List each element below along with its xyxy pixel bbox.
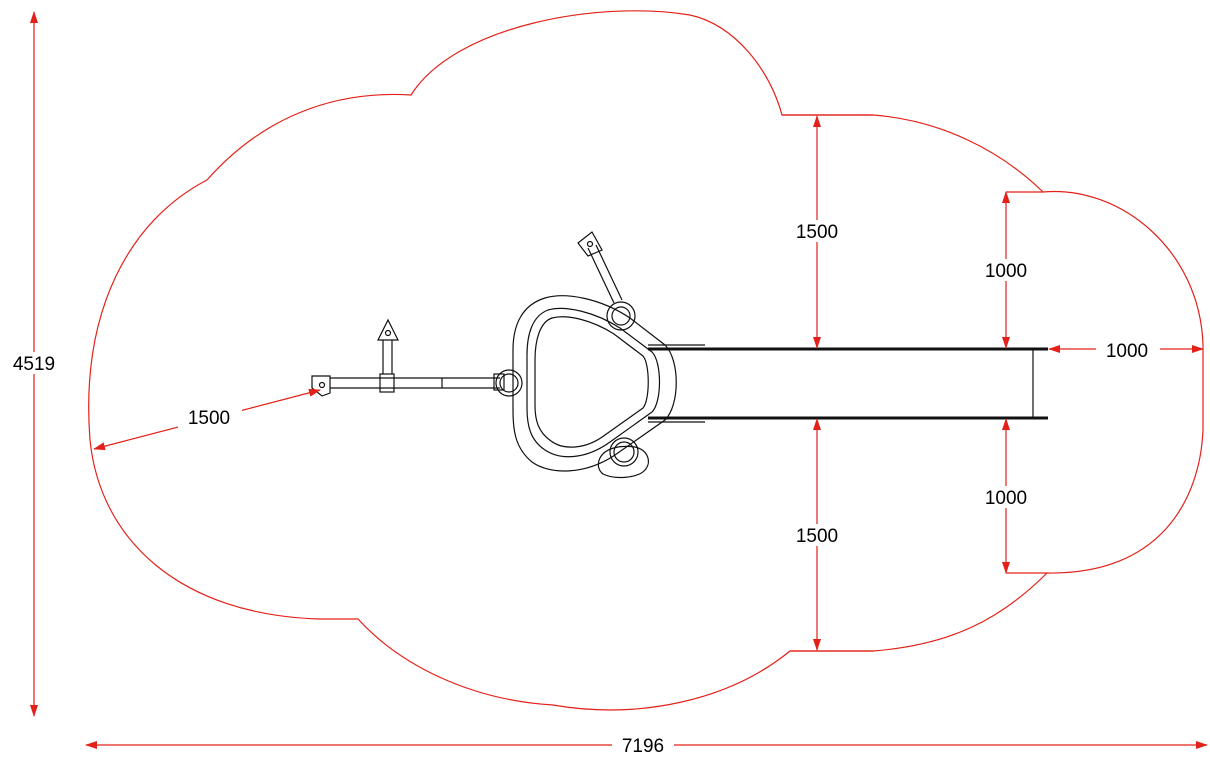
- label-top-clearance: 1500: [796, 222, 838, 243]
- safety-zone-outline: [88, 10, 1204, 711]
- upper-arm-hub-outer: [606, 301, 636, 331]
- upper-arm-b: [595, 244, 623, 301]
- top-handle-bolt: [384, 329, 392, 337]
- lower-hub-outer: [609, 437, 639, 467]
- label-end-clearance: 1000: [1106, 341, 1148, 362]
- play-equipment: [311, 231, 1048, 479]
- top-handle-plate: [377, 318, 399, 341]
- platform-inner: [526, 307, 661, 458]
- label-total-height: 4519: [13, 354, 55, 375]
- label-total-width: 7196: [622, 736, 664, 757]
- lower-seat: [597, 445, 649, 479]
- label-left-clearance: 1500: [188, 408, 230, 429]
- dimension-lines: [30, 11, 1208, 749]
- lower-hub: [613, 441, 635, 463]
- platform-outer: [512, 295, 677, 472]
- bar-pivot: [499, 373, 519, 393]
- platform-inner-2: [534, 316, 649, 448]
- label-top-right-clearance: 1000: [985, 261, 1027, 282]
- label-bottom-right-clearance: 1000: [985, 488, 1027, 509]
- bar-joint: [379, 373, 395, 393]
- upper-arm-bolt: [586, 240, 594, 248]
- dimension-labels: 7196 4519 1500 1500 1000 1000 1000 1500: [6, 220, 1160, 757]
- upper-arm-plate: [577, 231, 603, 257]
- left-end-plate: [311, 375, 331, 397]
- upper-arm-a: [587, 247, 615, 304]
- upper-arm-hub: [611, 306, 631, 326]
- left-end-bolt: [318, 381, 326, 389]
- label-bottom-clearance: 1500: [796, 526, 838, 547]
- bar-pivot-outer: [495, 369, 523, 397]
